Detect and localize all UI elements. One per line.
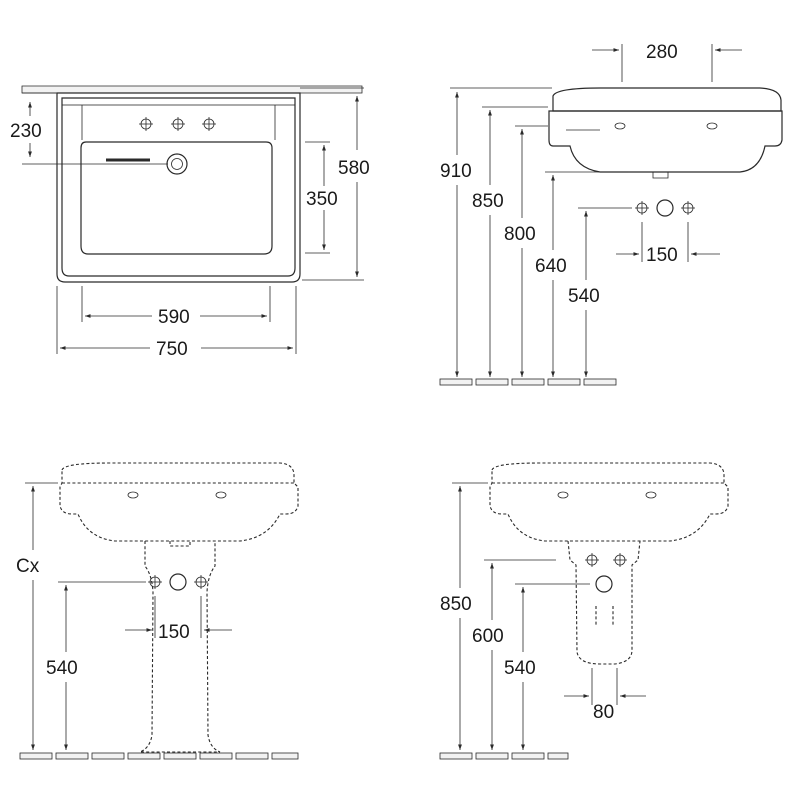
waste-connection-icon — [595, 575, 613, 593]
tap-hole-icon — [706, 122, 718, 130]
waste-connection-icon — [169, 573, 187, 591]
dim-540-label: 540 — [568, 286, 600, 307]
basin-outline-dashed — [59, 462, 299, 542]
basin-rim — [552, 87, 782, 112]
back-ledge — [61, 97, 296, 106]
basin-outline-dashed — [489, 462, 729, 542]
tap-hole-icon — [645, 491, 657, 499]
basin-outline — [56, 92, 301, 283]
tap-hole-icon — [614, 122, 626, 130]
floor-strip — [439, 378, 617, 386]
floor-strip — [439, 752, 569, 760]
dim-80-label: 80 — [593, 702, 614, 723]
dim-640-label: 640 — [535, 256, 567, 277]
bowl-outline — [80, 141, 273, 255]
dim-750-label: 750 — [156, 339, 188, 360]
waste-connection-icon — [656, 199, 674, 217]
deck-lines — [81, 105, 276, 140]
drain-inner-icon — [171, 158, 183, 170]
pedestal-notch — [169, 541, 191, 547]
dim-cx-label: Cx — [16, 556, 40, 577]
dim-580-label: 580 — [338, 158, 370, 179]
dim-910-label: 910 — [440, 161, 472, 182]
waste-outlet — [652, 172, 669, 179]
dim-590-label: 590 — [158, 307, 190, 328]
wall-strip — [21, 85, 363, 94]
dim-850-label: 850 — [440, 594, 472, 615]
dim-540-label: 540 — [504, 658, 536, 679]
tap-hole-icon — [127, 491, 139, 499]
basin-body — [548, 110, 783, 173]
tap-hole-icon — [215, 491, 227, 499]
side-pedestal-view: 850 600 540 80 — [439, 462, 729, 760]
basin-rim — [61, 97, 296, 277]
dim-850-label: 850 — [472, 191, 504, 212]
dim-800-label: 800 — [504, 224, 536, 245]
dim-150-label: 150 — [646, 245, 678, 266]
dim-230-label: 230 — [10, 121, 42, 142]
dim-350-label: 350 — [306, 189, 338, 210]
tap-hole-icon — [557, 491, 569, 499]
floor-strip — [19, 752, 299, 760]
dim-280-label: 280 — [646, 42, 678, 63]
pedestal-outline-dashed — [567, 540, 641, 665]
front-pedestal-view: Cx 540 150 — [16, 462, 299, 760]
dim-540-label: 540 — [46, 658, 78, 679]
dim-600-label: 600 — [472, 626, 504, 647]
side-view: 280 910 850 800 640 540 150 — [439, 42, 783, 386]
top-view: 230 580 350 590 750 — [10, 85, 370, 360]
dim-150-label: 150 — [158, 622, 190, 643]
